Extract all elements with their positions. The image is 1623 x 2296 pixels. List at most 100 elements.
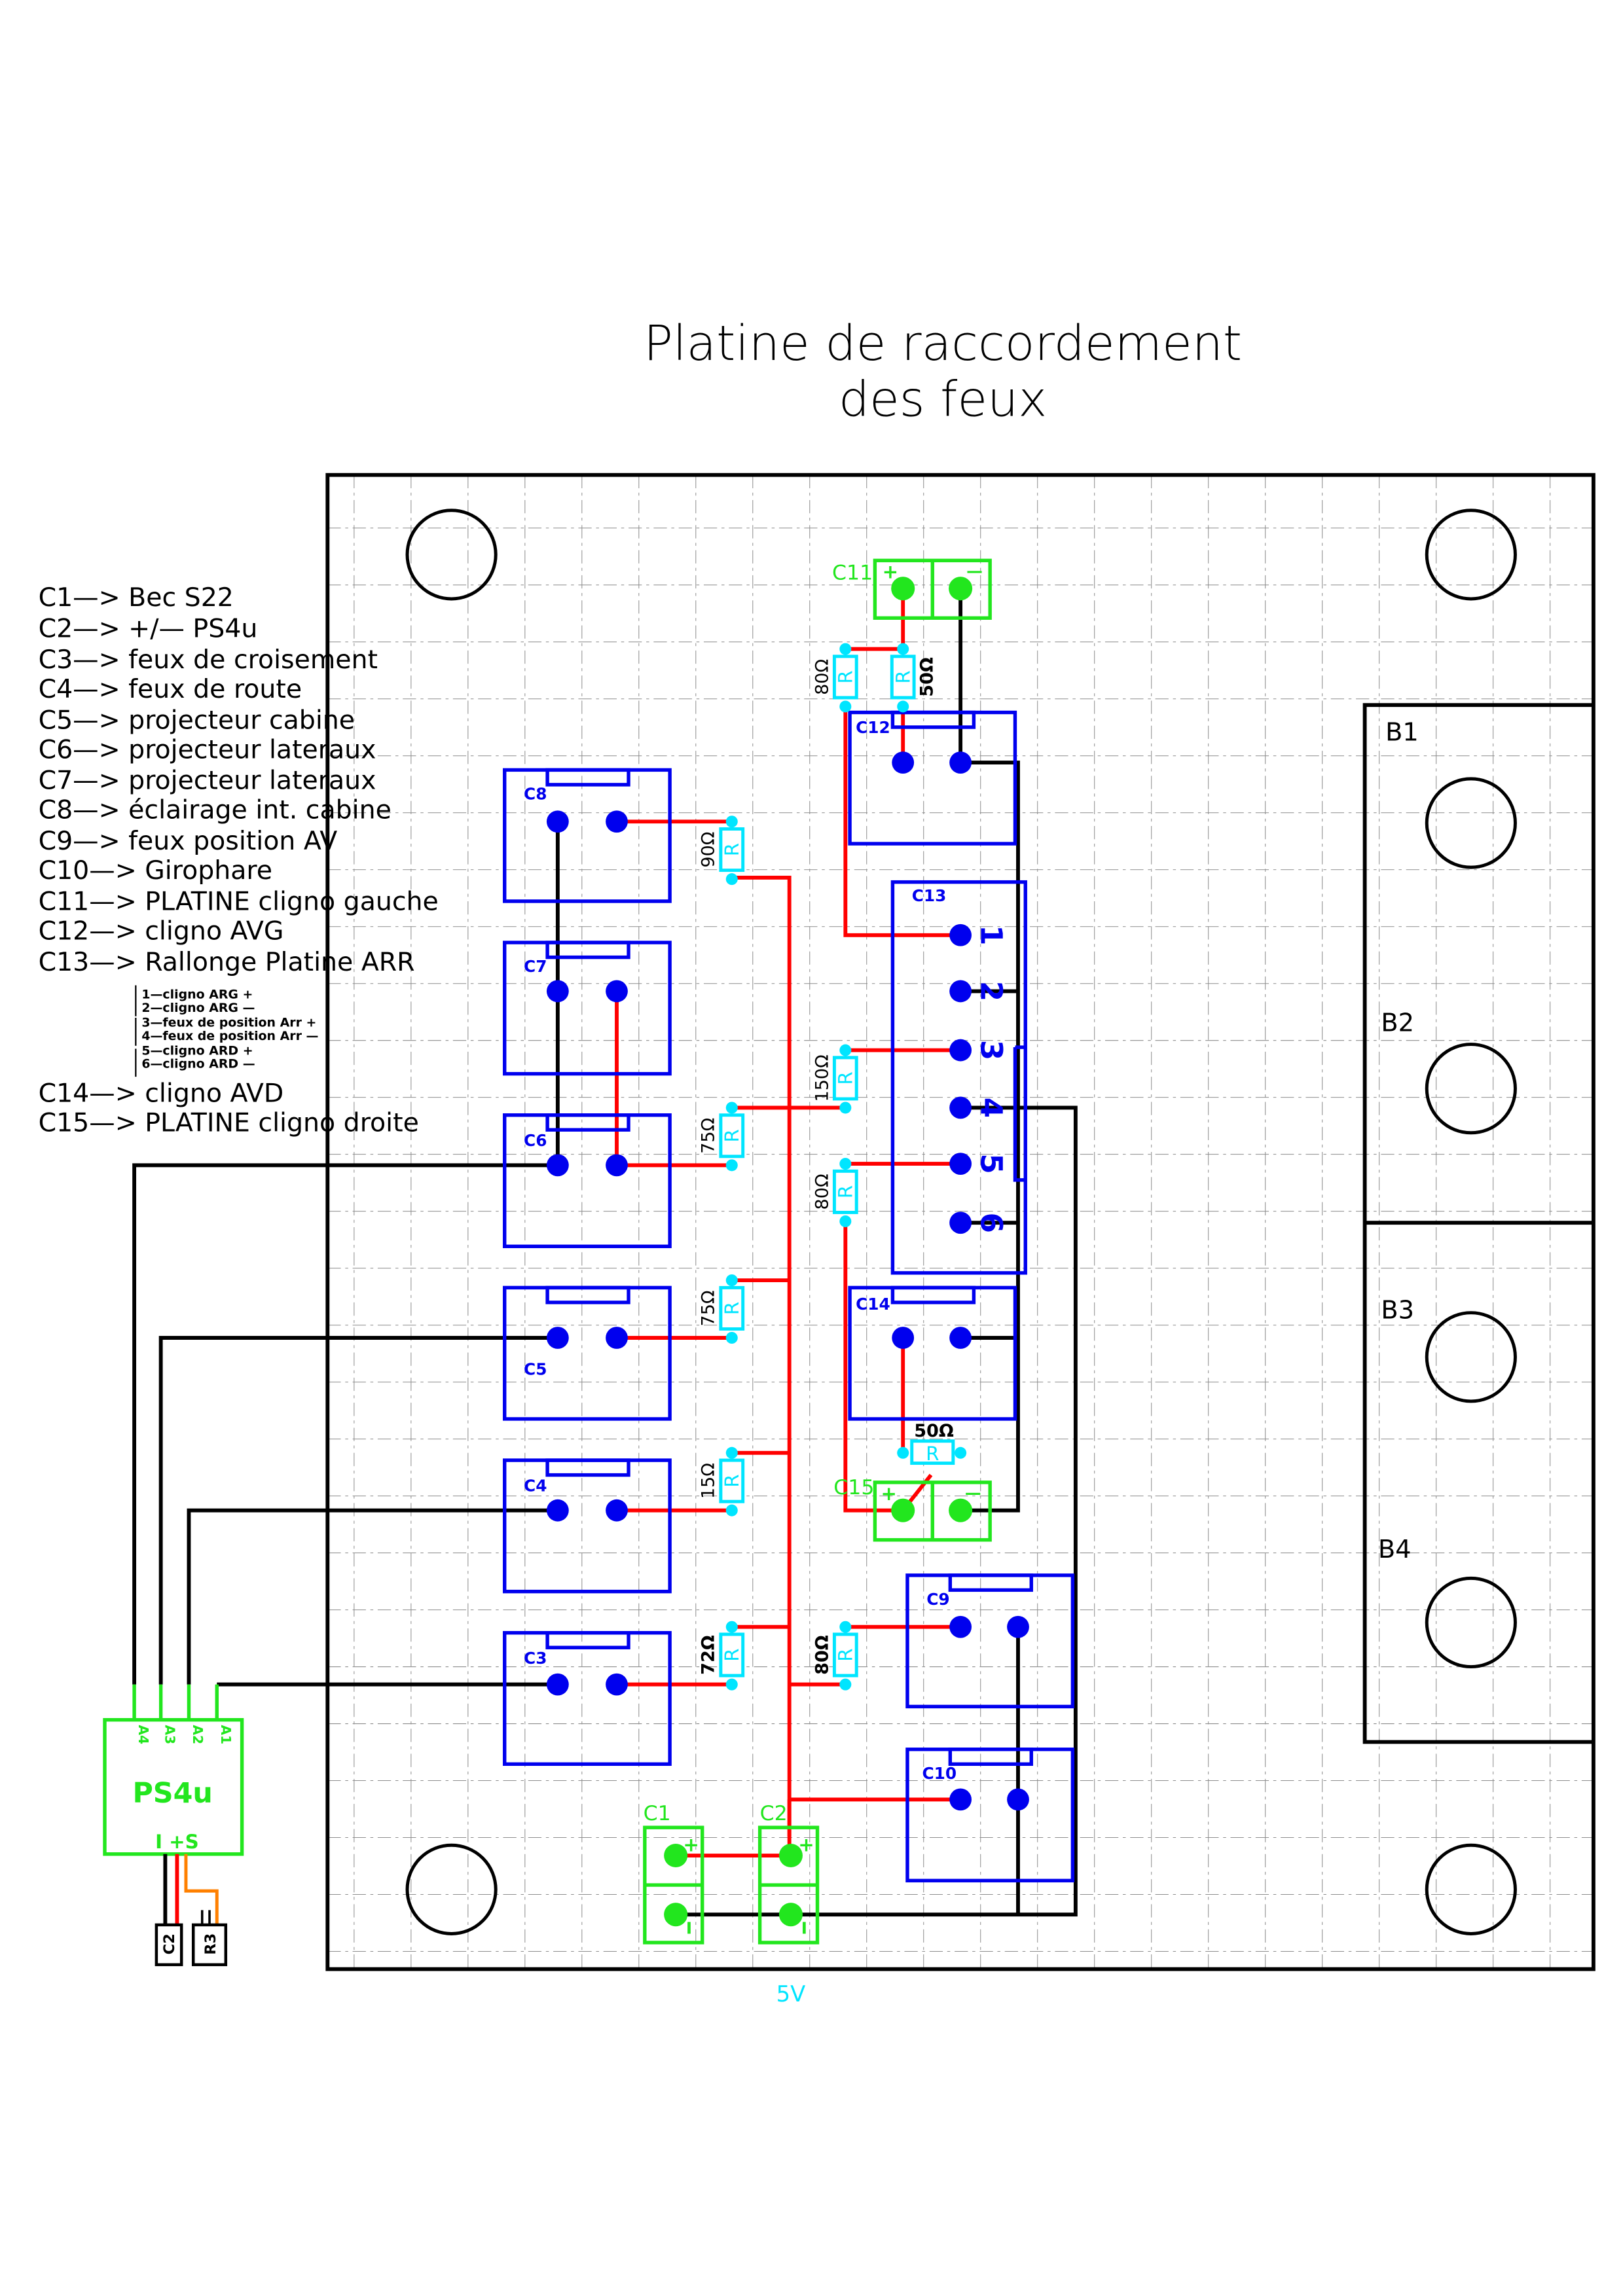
connector-label: C3 [524,1649,547,1668]
connector-key-notch [890,1285,976,1304]
connector-c1[interactable]: C1+I [643,1802,704,1945]
connector-pad-positive[interactable] [664,1844,688,1868]
connector-pad[interactable] [606,980,628,1003]
connector-pad-negative[interactable] [949,1498,973,1522]
ps4u-input-label: A3 [162,1725,177,1744]
resistor-value: 50Ω [917,657,937,697]
plug-c2[interactable] [155,1923,183,1967]
connector-pad[interactable] [892,1327,915,1349]
connector-key-notch [545,941,630,960]
mounting-holes [405,509,1517,1935]
connector-key-notch [948,1748,1033,1767]
connector-pad[interactable] [546,810,569,833]
resistor-lead [725,1332,738,1344]
connector-key-notch [1013,1045,1026,1182]
resistor-lead [725,1678,738,1691]
connector-c10[interactable]: C10 [905,1748,1075,1883]
resistor-value: 75Ω [699,1118,719,1154]
connector-pad-negative[interactable] [778,1903,803,1927]
connector-pad[interactable] [949,1788,972,1811]
connector-pad[interactable] [949,924,972,946]
connector-c6[interactable]: C6 [503,1113,672,1248]
resistor-symbol: R [892,670,914,683]
connector-pad[interactable] [606,1154,628,1177]
connector-c4[interactable]: C4 [503,1458,672,1594]
connector-pad-positive[interactable] [778,1844,803,1868]
connector-c3[interactable]: C3 [503,1631,672,1767]
plus-sign: + [798,1833,814,1856]
connector-pad-positive[interactable] [891,1498,915,1522]
connector-pad[interactable] [949,1039,972,1062]
connector-pad[interactable] [546,980,569,1003]
resistor-value: 50Ω [914,1421,954,1441]
connector-c5[interactable]: C5 [503,1285,672,1421]
connector-pad[interactable] [949,1327,972,1349]
connector-pad[interactable] [606,810,628,833]
connector-pad[interactable] [606,1327,628,1349]
wiring [132,588,1078,1917]
connector-c15[interactable]: C15+— [833,1476,992,1542]
legend-item-c1: C1—> Bec S22 [39,583,234,613]
connector-pad[interactable] [606,1673,628,1696]
connector-c11[interactable]: C11+— [832,558,992,620]
connector-pad[interactable] [949,751,972,774]
connector-pad-negative[interactable] [949,577,973,601]
connector-pad[interactable] [546,1673,569,1696]
connector-pad[interactable] [892,751,915,774]
connector-pad[interactable] [949,1153,972,1175]
connector-c2[interactable]: C2+I [757,1802,820,1945]
c13-pin-description: 5—cligno ARD + [141,1043,253,1058]
ps4u-power-pins: I +S [155,1831,199,1853]
connector-pad[interactable] [1007,1615,1029,1638]
connector-pad[interactable] [949,980,972,1003]
connector-pad[interactable] [546,1327,569,1349]
connector-c9[interactable]: C9 [905,1573,1075,1709]
connector-pad[interactable] [949,1615,972,1638]
resistor-symbol: R [926,1443,939,1465]
connector-c14[interactable]: C14 [848,1285,1017,1421]
connector-pad[interactable] [546,1499,569,1522]
resistor-body [719,827,745,872]
connector-pad-negative[interactable] [664,1903,688,1927]
connector-label: C8 [524,784,547,803]
plus-sign: + [883,560,899,583]
mounting-hole [1425,1043,1517,1135]
connector-c12[interactable]: C12 [848,710,1017,846]
connector-c7[interactable]: C7 [503,941,672,1076]
connector-pad[interactable] [1007,1788,1029,1811]
plug-r3-label: R3 [202,1933,219,1955]
resistor-value: 150Ω [812,1054,832,1102]
connector-label: C15 [833,1476,874,1499]
minus-sign: — [966,562,983,581]
connector-label: C10 [922,1764,957,1783]
connector-key-notch [545,1458,630,1477]
connector-c8[interactable]: C8 [503,768,672,903]
resistor-lead [955,1446,967,1459]
legend-item-c5: C5—> projecteur cabine [39,705,355,735]
connector-pad[interactable] [546,1154,569,1177]
legend-item-c4: C4—> feux de route [39,674,302,704]
ps4u-name: PS4u [132,1777,212,1810]
connector-pad[interactable] [949,1096,972,1119]
plus-sign: + [881,1482,897,1505]
connector-label: C1 [644,1802,671,1825]
connector-pad[interactable] [606,1499,628,1522]
connector-pad-positive[interactable] [891,577,915,601]
resistor-body [719,1285,745,1331]
connector-label: C2 [760,1802,788,1825]
connector-pad[interactable] [949,1211,972,1234]
